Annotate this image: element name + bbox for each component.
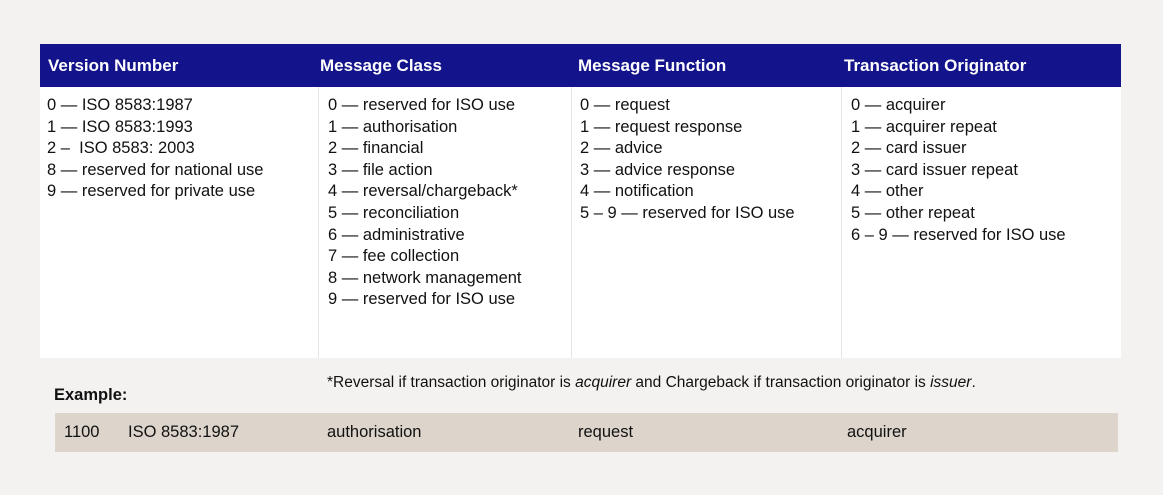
header-version-number: Version Number bbox=[48, 56, 179, 75]
class-item: 9 — reserved for ISO use bbox=[328, 290, 516, 309]
version-number-column: 0 — ISO 8583:1987 1 — ISO 8583:1993 2 – … bbox=[40, 87, 319, 358]
version-item: 0 — ISO 8583:1987 bbox=[47, 96, 193, 114]
originator-item: 0 — acquirer bbox=[851, 96, 946, 114]
example-originator: acquirer bbox=[847, 423, 907, 441]
footnote-text: and Chargeback if transaction originator… bbox=[631, 374, 931, 391]
class-item: 1 — authorisation bbox=[328, 117, 458, 136]
class-item: 3 — file action bbox=[328, 160, 433, 179]
function-item: 2 — advice bbox=[580, 139, 663, 158]
version-item: 1 — ISO 8583:1993 bbox=[47, 117, 193, 136]
reversal-footnote: *Reversal if transaction originator is a… bbox=[327, 374, 976, 392]
function-item: 1 — request response bbox=[580, 117, 743, 136]
function-item: 5 – 9 — reserved for ISO use bbox=[580, 203, 795, 222]
example-version: ISO 8583:1987 bbox=[128, 423, 240, 441]
function-item: 0 — request bbox=[580, 96, 670, 114]
class-item: 5 — reconciliation bbox=[328, 203, 460, 222]
class-item: 4 — reversal/chargeback* bbox=[328, 182, 518, 201]
function-item: 4 — notification bbox=[580, 182, 694, 201]
header-message-function: Message Function bbox=[578, 56, 727, 75]
version-item: 2 – ISO 8583: 2003 bbox=[47, 139, 195, 158]
mti-table: Version Number Message Class Message Fun… bbox=[40, 44, 1121, 358]
message-function-column: 0 — request 1 — request response 2 — adv… bbox=[571, 87, 842, 358]
example-class: authorisation bbox=[327, 423, 422, 441]
originator-item: 4 — other bbox=[851, 182, 924, 201]
originator-item: 6 – 9 — reserved for ISO use bbox=[851, 225, 1066, 244]
example-code: 1100 bbox=[64, 423, 100, 441]
class-item: 6 — administrative bbox=[328, 225, 465, 244]
header-message-class: Message Class bbox=[320, 56, 442, 75]
footnote-text: *Reversal if transaction originator is bbox=[327, 374, 576, 391]
footnote-term-acquirer: acquirer bbox=[575, 374, 632, 391]
message-class-column: 0 — reserved for ISO use 1 — authorisati… bbox=[318, 87, 572, 358]
example-label: Example: bbox=[54, 386, 128, 404]
class-item: 2 — financial bbox=[328, 139, 424, 158]
version-item: 9 — reserved for private use bbox=[47, 182, 256, 201]
originator-item: 3 — card issuer repeat bbox=[851, 160, 1018, 179]
function-item: 3 — advice response bbox=[580, 160, 736, 179]
class-item: 7 — fee collection bbox=[328, 247, 460, 266]
originator-item: 5 — other repeat bbox=[851, 203, 975, 222]
example-function: request bbox=[578, 423, 634, 441]
footnote-term-issuer: issuer bbox=[930, 374, 972, 391]
transaction-originator-column: 0 — acquirer 1 — acquirer repeat 2 — car… bbox=[841, 87, 1121, 358]
originator-item: 1 — acquirer repeat bbox=[851, 117, 997, 136]
table-header-row: Version Number Message Class Message Fun… bbox=[40, 44, 1121, 87]
originator-item: 2 — card issuer bbox=[851, 139, 967, 158]
class-item: 0 — reserved for ISO use bbox=[328, 96, 516, 114]
header-transaction-originator: Transaction Originator bbox=[844, 56, 1027, 75]
class-item: 8 — network management bbox=[328, 268, 522, 287]
footnote-text: . bbox=[971, 374, 976, 391]
version-item: 8 — reserved for national use bbox=[47, 160, 264, 179]
example-row: 1100 ISO 8583:1987 authorisation request… bbox=[55, 413, 1118, 452]
